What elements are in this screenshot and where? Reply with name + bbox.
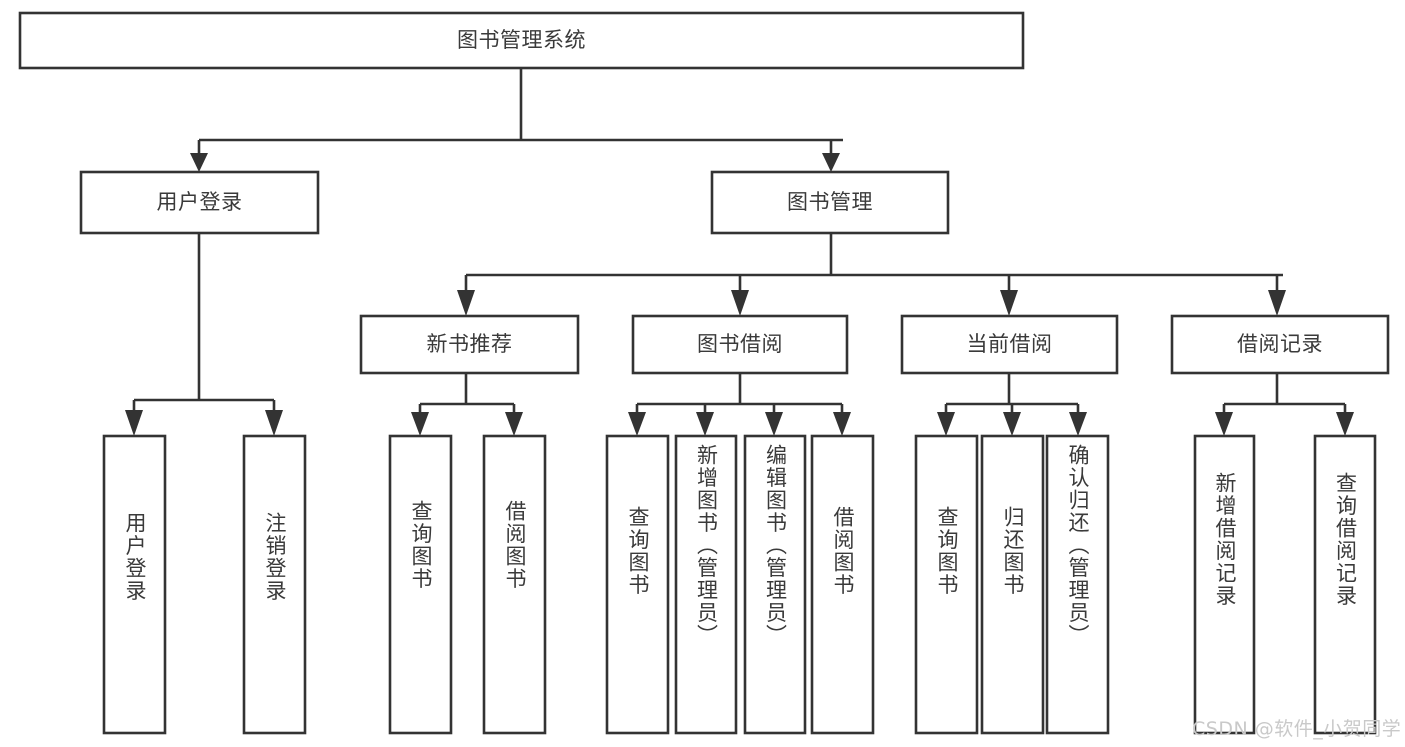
- node-current-borrow-box[interactable]: [900, 314, 1119, 375]
- leaf-box-cb-return-book[interactable]: [980, 434, 1045, 735]
- arrow-head-leaf-logout: [265, 410, 283, 436]
- arrow-head-book-manage: [822, 153, 840, 172]
- arrow-head-cb-leaf-1: [937, 412, 955, 436]
- node-book-manage-box[interactable]: [710, 170, 950, 235]
- node-borrow-record-box[interactable]: [1170, 314, 1390, 375]
- leaf-box-bb-query-book[interactable]: [605, 434, 670, 735]
- arrow-head-cb-leaf-2: [1003, 412, 1021, 436]
- arrow-head-nb-leaf-1: [411, 412, 429, 436]
- node-root-box[interactable]: [18, 11, 1025, 70]
- arrow-head-br-leaf-1: [1215, 412, 1233, 436]
- node-new-book-box[interactable]: [359, 314, 580, 375]
- leaf-box-user-login[interactable]: [102, 434, 167, 735]
- arrow-head-borrow-record: [1268, 290, 1286, 316]
- leaf-box-bb-borrow-book[interactable]: [810, 434, 875, 735]
- arrow-head-bb-leaf-3: [765, 412, 783, 436]
- arrow-head-book-borrow: [731, 290, 749, 316]
- arrow-head-user-login: [190, 153, 208, 172]
- leaf-box-bb-add-book[interactable]: [674, 434, 738, 735]
- arrow-head-new-book: [457, 290, 475, 316]
- leaf-box-logout[interactable]: [242, 434, 307, 735]
- leaf-box-nb-borrow-book[interactable]: [482, 434, 547, 735]
- leaf-box-bb-edit-book[interactable]: [743, 434, 807, 735]
- leaf-box-cb-query-book[interactable]: [914, 434, 979, 735]
- arrow-head-leaf-user-login: [125, 410, 143, 436]
- arrow-head-bb-leaf-1: [628, 412, 646, 436]
- leaf-box-br-add-record[interactable]: [1193, 434, 1256, 735]
- csdn-watermark: CSDN @软件_小贺同学: [1192, 718, 1402, 740]
- arrow-head-cb-leaf-3: [1069, 412, 1087, 436]
- arrow-head-bb-leaf-2: [696, 412, 714, 436]
- leaf-box-br-query-record[interactable]: [1313, 434, 1377, 735]
- leaf-box-cb-confirm-return[interactable]: [1045, 434, 1110, 735]
- arrow-head-br-leaf-2: [1336, 412, 1354, 436]
- node-book-borrow-box[interactable]: [631, 314, 849, 375]
- arrow-head-bb-leaf-4: [833, 412, 851, 436]
- leaf-box-nb-query-book[interactable]: [388, 434, 453, 735]
- arrow-head-current-borrow: [1000, 290, 1018, 316]
- arrow-head-nb-leaf-2: [505, 412, 523, 436]
- node-user-login-box[interactable]: [79, 170, 320, 235]
